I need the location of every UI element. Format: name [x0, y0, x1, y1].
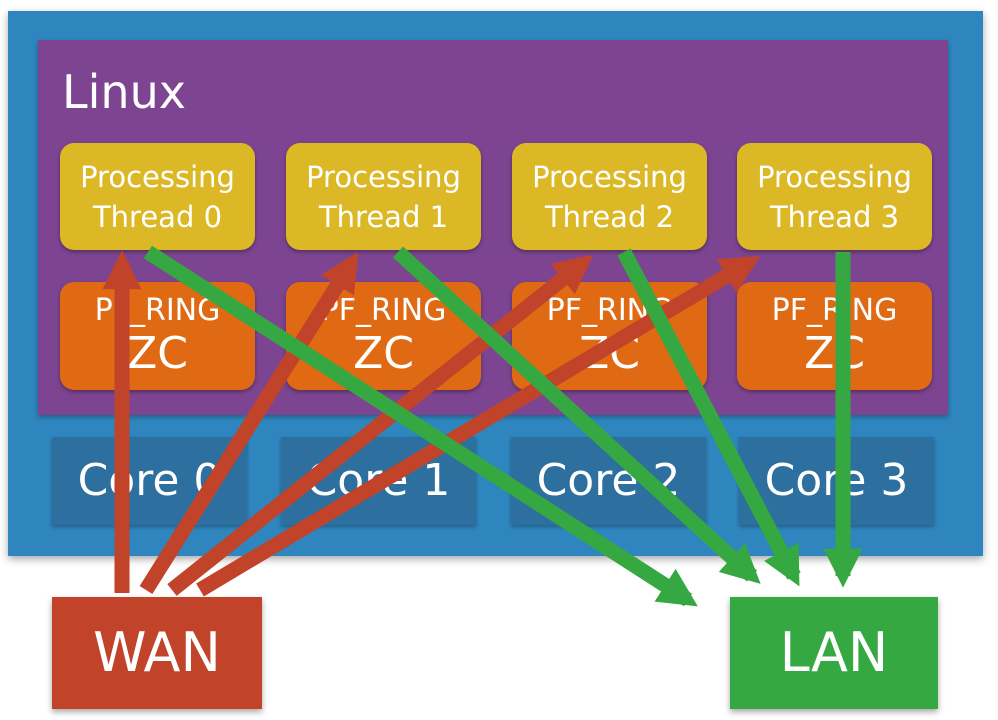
pf-ring-zc-2: PF_RING ZC [512, 282, 707, 390]
wan-port: WAN [52, 597, 262, 709]
core-0: Core 0 [52, 437, 247, 525]
processing-thread-2: Processing Thread 2 [512, 143, 707, 250]
thread-label-line2: Thread 2 [544, 199, 675, 234]
pf-ring-zc-1: PF_RING ZC [286, 282, 481, 390]
ring-label-line1: PF_RING [546, 293, 673, 328]
ring-label-line2: ZC [579, 328, 640, 379]
processing-thread-1: Processing Thread 1 [286, 143, 481, 250]
pf-ring-zc-0: PF_RING ZC [60, 282, 255, 390]
thread-label-line2: Thread 0 [92, 199, 223, 234]
pf-ring-zc-3: PF_RING ZC [737, 282, 932, 390]
ring-label-line1: PF_RING [94, 293, 221, 328]
ring-label-line2: ZC [804, 328, 865, 379]
lan-port: LAN [730, 597, 938, 709]
thread-label-line1: Processing [80, 159, 235, 194]
thread-label-line1: Processing [757, 159, 912, 194]
core-2: Core 2 [511, 437, 706, 525]
core-1: Core 1 [281, 437, 476, 525]
ring-label-line1: PF_RING [320, 293, 447, 328]
processing-thread-0: Processing Thread 0 [60, 143, 255, 250]
os-label: Linux [62, 65, 186, 119]
thread-label-line2: Thread 1 [318, 199, 449, 234]
thread-label-line2: Thread 3 [769, 199, 900, 234]
ring-label-line2: ZC [127, 328, 188, 379]
thread-label-line1: Processing [306, 159, 461, 194]
processing-thread-3: Processing Thread 3 [737, 143, 932, 250]
ring-label-line2: ZC [353, 328, 414, 379]
core-3: Core 3 [739, 437, 934, 525]
ring-label-line1: PF_RING [771, 293, 898, 328]
thread-label-line1: Processing [532, 159, 687, 194]
